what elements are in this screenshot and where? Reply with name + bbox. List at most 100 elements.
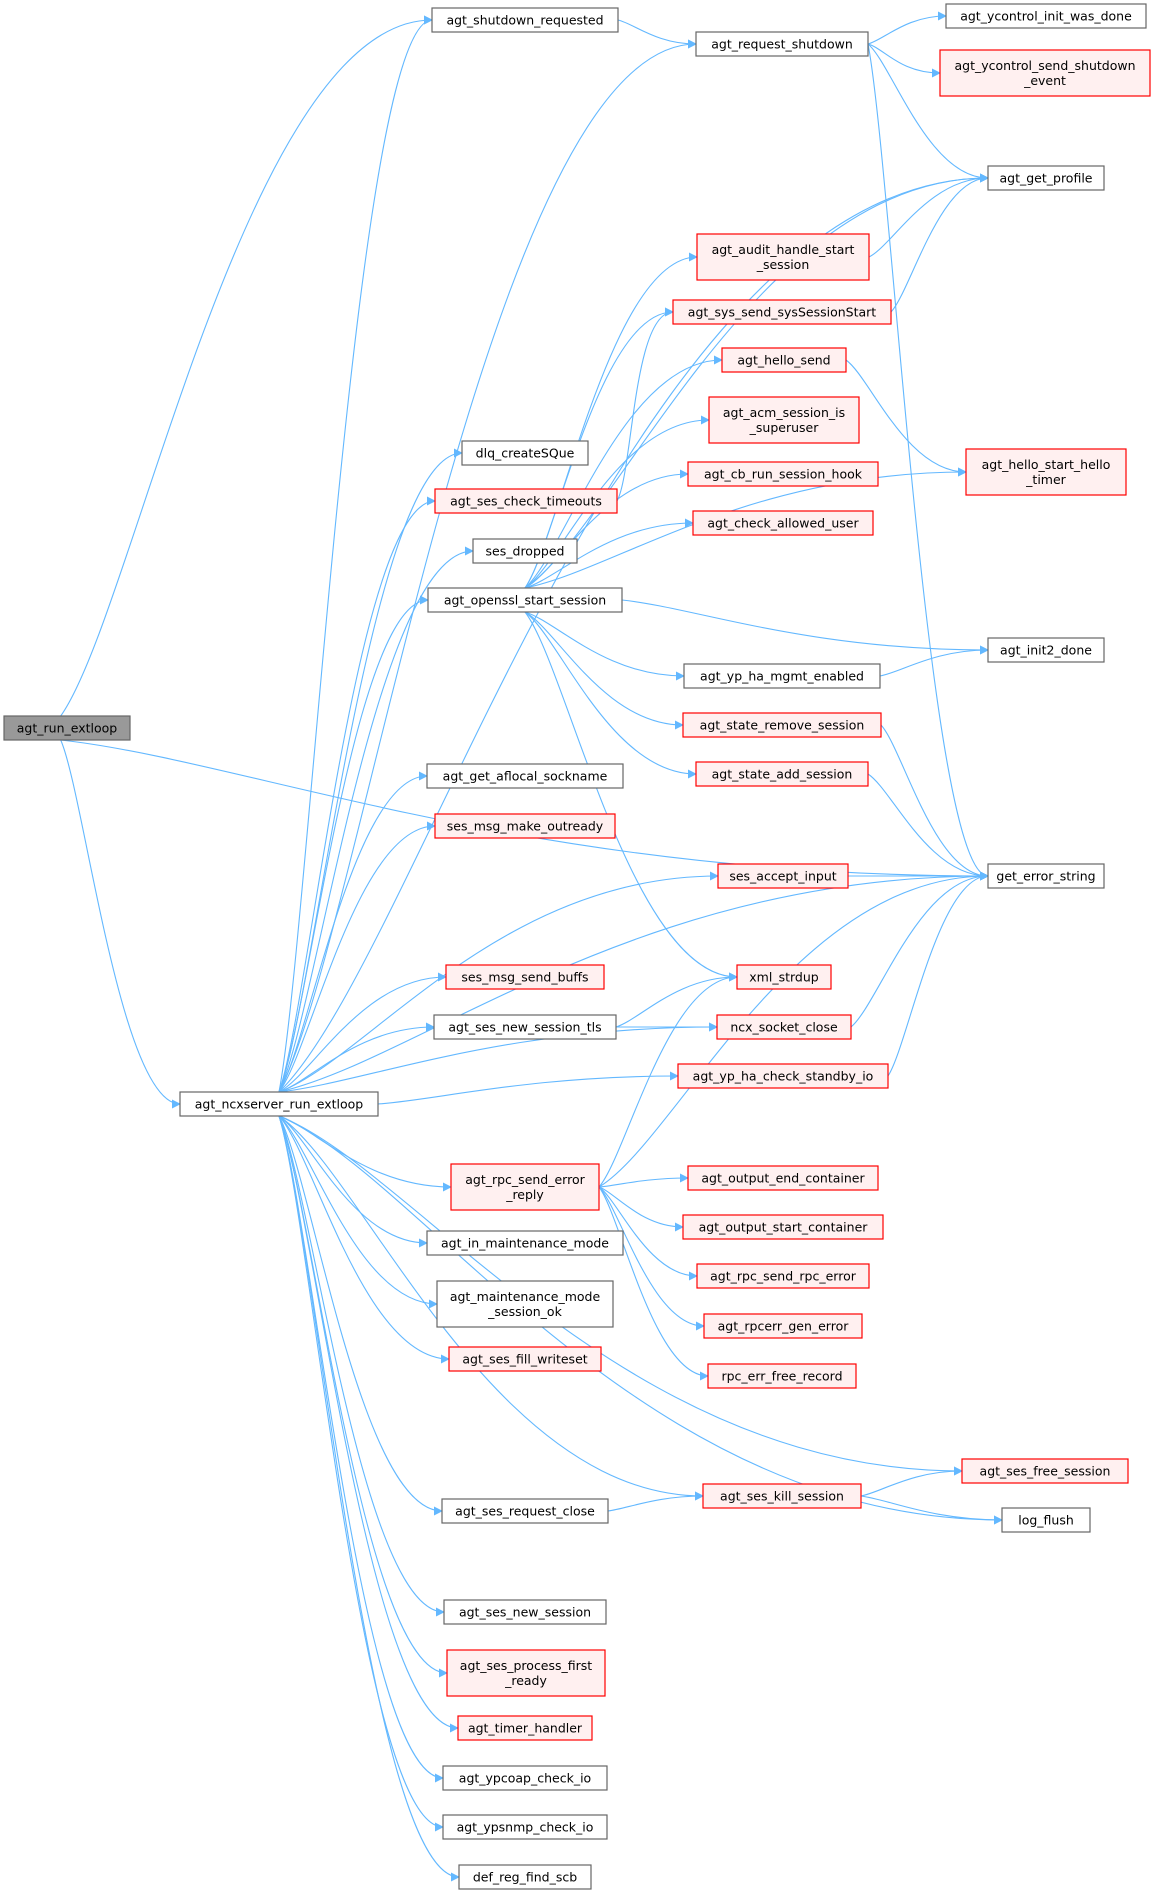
edge-agt-ncxserver-run-extloop-to-def-reg-find-scb bbox=[278, 1115, 460, 1882]
edge-agt-openssl-start-session-to-agt-init2-done bbox=[621, 599, 989, 655]
node-label: agt_ses_free_session bbox=[980, 1464, 1111, 1479]
node-agt-openssl-start-session[interactable]: agt_openssl_start_session bbox=[427, 587, 623, 613]
node-agt-get-profile[interactable]: agt_get_profile bbox=[987, 165, 1105, 191]
node-agt-ses-kill-session[interactable]: agt_ses_kill_session bbox=[702, 1483, 862, 1509]
node-log-flush[interactable]: log_flush bbox=[1001, 1507, 1091, 1533]
node-agt-hello-send[interactable]: agt_hello_send bbox=[721, 347, 847, 373]
node-agt-check-allowed-user[interactable]: agt_check_allowed_user bbox=[692, 510, 874, 536]
node-label: agt_ses_kill_session bbox=[720, 1489, 844, 1504]
node-agt-ses-new-session[interactable]: agt_ses_new_session bbox=[443, 1599, 607, 1625]
node-box bbox=[426, 1230, 624, 1256]
node-agt-yp-ha-check-standby-io[interactable]: agt_yp_ha_check_standby_io bbox=[677, 1063, 889, 1089]
node-agt-hello-start-hello-timer[interactable]: agt_hello_start_hello_timer bbox=[965, 448, 1127, 496]
node-agt-output-start-container[interactable]: agt_output_start_container bbox=[682, 1214, 884, 1240]
node-ses-accept-input[interactable]: ses_accept_input bbox=[717, 863, 849, 889]
node-label: ses_msg_make_outready bbox=[447, 819, 604, 834]
edge-agt-ses-kill-session-to-log-flush bbox=[860, 1495, 1003, 1525]
node-label: agt_shutdown_requested bbox=[446, 13, 603, 28]
node-label: agt_state_add_session bbox=[712, 767, 853, 782]
node-label: agt_acm_session_is bbox=[723, 405, 845, 420]
node-box bbox=[736, 964, 832, 990]
node-agt-ycontrol-send-shutdown-event[interactable]: agt_ycontrol_send_shutdown_event bbox=[939, 49, 1151, 97]
node-box bbox=[716, 1014, 852, 1040]
node-agt-shutdown-requested[interactable]: agt_shutdown_requested bbox=[431, 7, 619, 33]
edge-agt-rpc-send-error-reply-to-agt-rpc-send-rpc-error bbox=[598, 1186, 698, 1281]
edge-agt-ncxserver-run-extloop-to-agt-ses-new-session-tls bbox=[278, 1022, 435, 1093]
node-box bbox=[707, 1363, 857, 1389]
node-agt-ypcoap-check-io[interactable]: agt_ypcoap_check_io bbox=[442, 1765, 608, 1791]
node-agt-ses-free-session[interactable]: agt_ses_free_session bbox=[961, 1458, 1129, 1484]
node-agt-output-end-container[interactable]: agt_output_end_container bbox=[687, 1165, 879, 1191]
node-ses-msg-send-buffs[interactable]: ses_msg_send_buffs bbox=[445, 964, 605, 990]
node-agt-state-add-session[interactable]: agt_state_add_session bbox=[695, 761, 869, 787]
node-agt-timer-handler[interactable]: agt_timer_handler bbox=[457, 1715, 593, 1741]
node-def-reg-find-scb[interactable]: def_reg_find_scb bbox=[458, 1864, 592, 1890]
node-ncx-socket-close[interactable]: ncx_socket_close bbox=[716, 1014, 852, 1040]
node-box bbox=[708, 396, 860, 444]
node-agt-ses-process-first-ready[interactable]: agt_ses_process_first_ready bbox=[446, 1649, 606, 1697]
node-label: agt_sys_send_sysSessionStart bbox=[688, 305, 876, 320]
node-agt-ypsnmp-check-io[interactable]: agt_ypsnmp_check_io bbox=[442, 1814, 608, 1840]
node-box bbox=[696, 233, 870, 281]
node-label: agt_run_extloop bbox=[17, 721, 118, 736]
node-agt-in-maintenance-mode[interactable]: agt_in_maintenance_mode bbox=[426, 1230, 624, 1256]
node-box bbox=[987, 863, 1105, 889]
node-box bbox=[939, 49, 1151, 97]
edge-agt-rpc-send-error-reply-to-agt-output-start-container bbox=[598, 1186, 684, 1232]
edge-ncx-socket-close-to-get-error-string bbox=[850, 871, 989, 1028]
node-dlq-createSQue[interactable]: dlq_createSQue bbox=[461, 440, 589, 466]
edge-agt-state-remove-session-to-get-error-string bbox=[880, 724, 989, 881]
node-agt-init2-done[interactable]: agt_init2_done bbox=[987, 637, 1105, 663]
node-box bbox=[431, 7, 619, 33]
edge-agt-ncxserver-run-extloop-to-ncx-socket-close bbox=[278, 1022, 718, 1093]
node-box bbox=[961, 1458, 1129, 1484]
node-box bbox=[441, 1498, 609, 1524]
node-get-error-string[interactable]: get_error_string bbox=[987, 863, 1105, 889]
node-agt-state-remove-session[interactable]: agt_state_remove_session bbox=[682, 712, 882, 738]
node-agt-cb-run-session-hook[interactable]: agt_cb_run_session_hook bbox=[687, 461, 879, 487]
node-box bbox=[434, 488, 618, 514]
node-agt-run-extloop[interactable]: agt_run_extloop bbox=[3, 715, 131, 741]
edge-agt-state-add-session-to-get-error-string bbox=[867, 773, 989, 881]
node-label: agt_yp_ha_mgmt_enabled bbox=[700, 669, 864, 684]
node-agt-maintenance-mode-session-ok[interactable]: agt_maintenance_mode_session_ok bbox=[436, 1280, 614, 1328]
node-box bbox=[472, 538, 578, 564]
node-agt-ses-fill-writeset[interactable]: agt_ses_fill_writeset bbox=[448, 1346, 602, 1372]
node-agt-sys-send-sysSessionStart[interactable]: agt_sys_send_sysSessionStart bbox=[672, 299, 892, 325]
node-label: agt_ycontrol_send_shutdown bbox=[954, 58, 1135, 73]
node-agt-ycontrol-init-was-done[interactable]: agt_ycontrol_init_was_done bbox=[945, 3, 1147, 29]
node-box bbox=[436, 1280, 614, 1328]
node-label: _session bbox=[756, 257, 810, 272]
edge-agt-request-shutdown-to-agt-get-profile bbox=[867, 43, 989, 183]
node-box bbox=[446, 1649, 606, 1697]
node-label: agt_yp_ha_check_standby_io bbox=[693, 1069, 874, 1084]
node-label: agt_timer_handler bbox=[468, 1721, 583, 1736]
node-label: agt_output_end_container bbox=[701, 1171, 865, 1186]
node-agt-audit-handle-start-session[interactable]: agt_audit_handle_start_session bbox=[696, 233, 870, 281]
node-ses-msg-make-outready[interactable]: ses_msg_make_outready bbox=[434, 813, 616, 839]
node-agt-rpc-send-rpc-error[interactable]: agt_rpc_send_rpc_error bbox=[696, 1263, 870, 1289]
edge-agt-ncxserver-run-extloop-to-agt-shutdown-requested bbox=[278, 15, 433, 1093]
node-label: agt_in_maintenance_mode bbox=[441, 1236, 609, 1251]
node-ses-dropped[interactable]: ses_dropped bbox=[472, 538, 578, 564]
node-rpc-err-free-record[interactable]: rpc_err_free_record bbox=[707, 1363, 857, 1389]
node-agt-ses-request-close[interactable]: agt_ses_request_close bbox=[441, 1498, 609, 1524]
edge-agt-rpc-send-error-reply-to-get-error-string bbox=[598, 871, 989, 1188]
node-box bbox=[687, 1165, 879, 1191]
node-agt-get-aflocal-sockname[interactable]: agt_get_aflocal_sockname bbox=[426, 763, 624, 789]
node-agt-yp-ha-mgmt-enabled[interactable]: agt_yp_ha_mgmt_enabled bbox=[683, 663, 881, 689]
node-agt-rpc-send-error-reply[interactable]: agt_rpc_send_error_reply bbox=[450, 1163, 600, 1211]
node-agt-acm-session-is-superuser[interactable]: agt_acm_session_is_superuser bbox=[708, 396, 860, 444]
node-agt-request-shutdown[interactable]: agt_request_shutdown bbox=[695, 31, 869, 57]
edge-agt-rpc-send-error-reply-to-rpc-err-free-record bbox=[598, 1186, 709, 1381]
node-label: _ready bbox=[504, 1673, 547, 1688]
edge-agt-request-shutdown-to-get-error-string bbox=[867, 43, 989, 881]
node-agt-ncxserver-run-extloop[interactable]: agt_ncxserver_run_extloop bbox=[179, 1091, 379, 1117]
node-xml-strdup[interactable]: xml_strdup bbox=[736, 964, 832, 990]
node-box bbox=[442, 1814, 608, 1840]
node-agt-rpcerr-gen-error[interactable]: agt_rpcerr_gen_error bbox=[703, 1313, 863, 1339]
node-agt-ses-new-session-tls[interactable]: agt_ses_new_session_tls bbox=[433, 1014, 617, 1040]
edge-agt-ncxserver-run-extloop-to-ses-msg-send-buffs bbox=[278, 972, 447, 1093]
node-agt-ses-check-timeouts[interactable]: agt_ses_check_timeouts bbox=[434, 488, 618, 514]
edge-agt-openssl-start-session-to-agt-yp-ha-mgmt-enabled bbox=[524, 611, 685, 681]
